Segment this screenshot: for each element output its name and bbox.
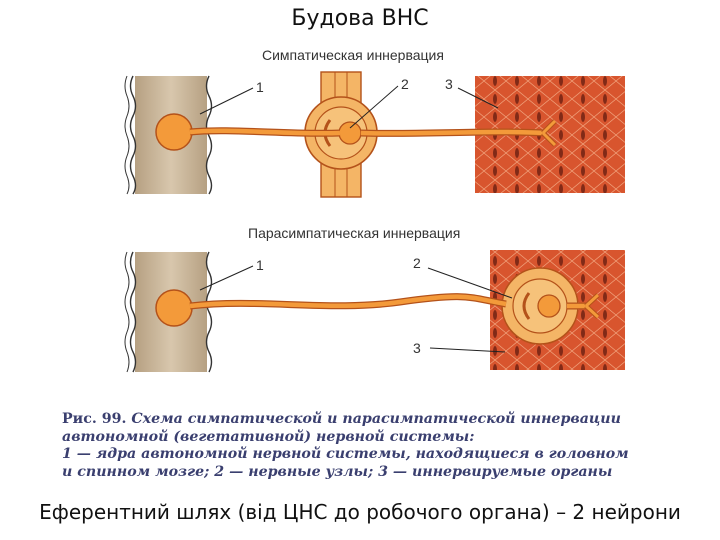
caption-line-1: Рис. 99. Схема симпатической и парасимпа… (62, 411, 662, 429)
slide-footer: Еферентний шлях (від ЦНС до робочого орг… (39, 500, 681, 524)
parasympathetic-title: Парасимпатическая иннервация (248, 225, 460, 241)
figure-caption: Рис. 99. Схема симпатической и парасимпа… (62, 411, 662, 481)
parasympathetic-label-3: 3 (413, 340, 421, 356)
sympathetic-neurons (155, 113, 557, 151)
caption-line-2: автономной (вегетативной) нервной систем… (62, 428, 475, 445)
parasympathetic-label-2: 2 (413, 255, 421, 271)
figure-number: Рис. 99. (62, 411, 127, 427)
sympathetic-label-1: 1 (256, 79, 264, 95)
parasympathetic-panel: Парасимпатическая иннервация (124, 225, 625, 373)
parasympathetic-label-1: 1 (256, 257, 264, 273)
parasympathetic-ganglion (501, 267, 579, 345)
caption-line-4: и спинном мозге; 2 — нервные узлы; 3 — и… (62, 463, 613, 480)
sympathetic-label-lines (199, 85, 499, 129)
sympathetic-label-3: 3 (445, 76, 453, 92)
parasympathetic-neurons (155, 289, 600, 327)
sympathetic-panel: Симпатическая иннервация (124, 47, 625, 198)
sympathetic-title: Симпатическая иннервация (262, 47, 444, 63)
slide-title: Будова ВНС (291, 6, 429, 31)
caption-line-1-text: Схема симпатической и парасимпатической … (131, 411, 621, 427)
caption-line-3: 1 — ядра автономной нервной системы, нах… (62, 446, 629, 462)
sympathetic-label-2: 2 (401, 76, 409, 92)
parasympathetic-label-lines (199, 265, 513, 353)
